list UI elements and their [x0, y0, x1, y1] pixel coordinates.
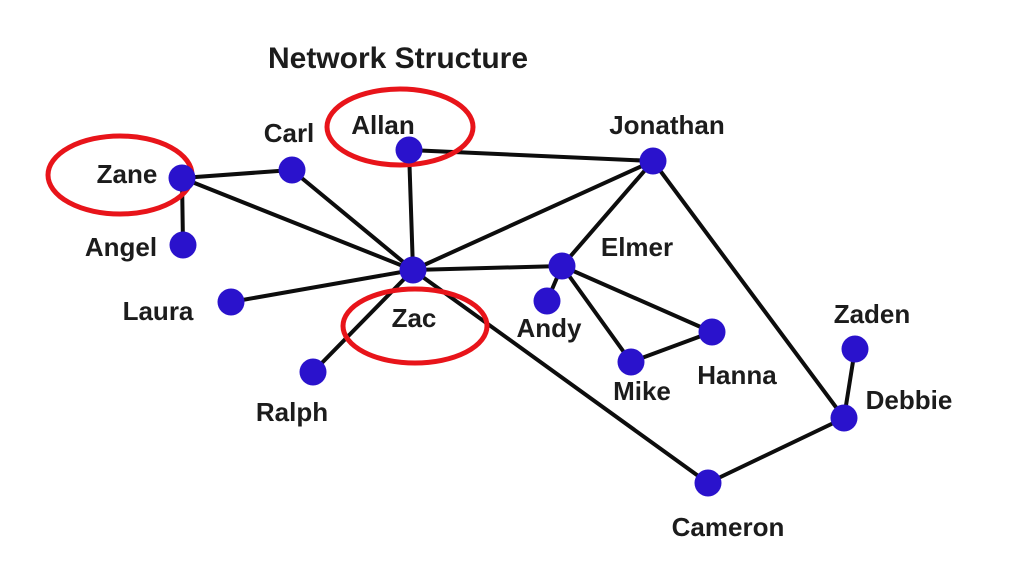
node-zane: [168, 164, 196, 192]
edge-allan-jonathan: [407, 148, 655, 163]
node-label-carl: Carl: [264, 118, 315, 148]
node-laura: [217, 288, 245, 316]
edge-elmer-hanna: [560, 264, 714, 334]
edges-layer: [180, 148, 857, 485]
node-label-zane: Zane: [97, 159, 158, 189]
node-label-angel: Angel: [85, 232, 157, 262]
edge-jonathan-elmer: [560, 159, 655, 268]
node-hanna: [698, 318, 726, 346]
node-elmer: [548, 252, 576, 280]
edge-cameron-debbie: [706, 416, 846, 485]
node-label-laura: Laura: [123, 296, 194, 326]
edge-laura-zac: [229, 268, 415, 304]
edge-jonathan-debbie: [651, 159, 846, 420]
edge-elmer-mike: [560, 264, 633, 364]
node-label-debbie: Debbie: [866, 385, 953, 415]
edge-allan-zac: [407, 148, 415, 272]
edge-ralph-zac: [311, 268, 415, 374]
node-label-hanna: Hanna: [697, 360, 777, 390]
node-allan: [395, 136, 423, 164]
node-ralph: [299, 358, 327, 386]
highlight-ellipse-zac: [340, 286, 490, 366]
node-label-zaden: Zaden: [834, 299, 911, 329]
highlight-ellipse-allan: [324, 86, 476, 168]
node-label-elmer: Elmer: [601, 232, 673, 262]
nodes-layer: [168, 136, 869, 497]
node-mike: [617, 348, 645, 376]
node-label-allan: Allan: [351, 110, 415, 140]
node-andy: [533, 287, 561, 315]
node-jonathan: [639, 147, 667, 175]
node-carl: [278, 156, 306, 184]
edge-zane-zac: [180, 176, 415, 272]
node-label-jonathan: Jonathan: [609, 110, 725, 140]
diagram-title: Network Structure: [268, 42, 528, 75]
edge-zac-cameron: [411, 268, 710, 485]
node-angel: [169, 231, 197, 259]
edge-zane-carl: [180, 168, 294, 180]
node-cameron: [694, 469, 722, 497]
edge-mike-hanna: [629, 330, 714, 364]
edge-elmer-zac: [411, 264, 564, 272]
node-label-ralph: Ralph: [256, 397, 328, 427]
node-label-zac: Zac: [392, 303, 437, 333]
node-label-andy: Andy: [517, 313, 583, 343]
node-zaden: [841, 335, 869, 363]
node-debbie: [830, 404, 858, 432]
node-zac: [399, 256, 427, 284]
edge-carl-zac: [290, 168, 415, 272]
node-label-mike: Mike: [613, 376, 671, 406]
node-label-cameron: Cameron: [672, 512, 785, 542]
edge-jonathan-zac: [411, 159, 655, 272]
